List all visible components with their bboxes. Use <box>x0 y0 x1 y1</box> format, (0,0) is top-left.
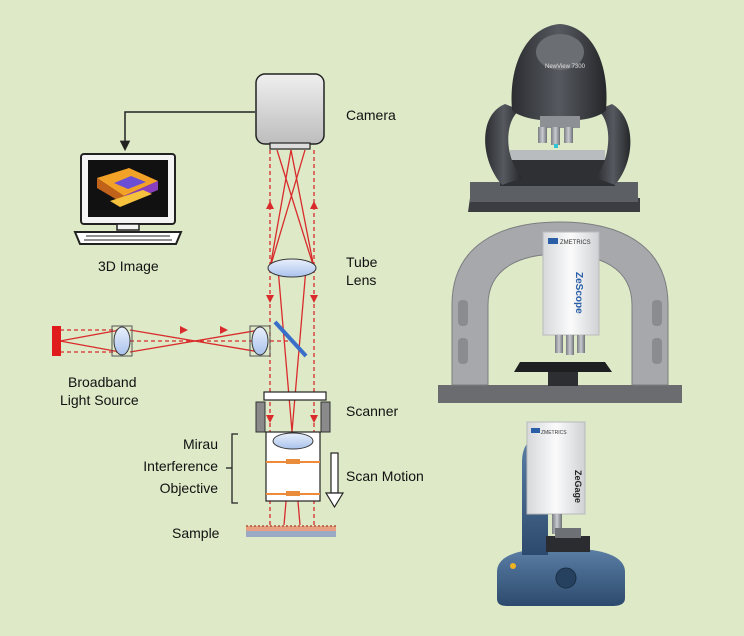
sample-icon <box>246 525 336 537</box>
label-sample: Sample <box>172 525 220 541</box>
label-mirau-line2: Interference <box>143 458 218 474</box>
product2-brand: ZeScope <box>573 272 584 314</box>
condenser-lens-2 <box>249 325 271 357</box>
camera-icon <box>255 73 325 150</box>
label-light-source-line1: Broadband <box>68 374 137 390</box>
condenser-lens-1 <box>111 325 133 357</box>
product-photo-zegage: ZMETRICS ZeGage <box>497 421 625 606</box>
label-tube-lens-line2: Lens <box>346 272 376 288</box>
computer-monitor-icon <box>73 153 183 245</box>
label-camera: Camera <box>346 107 396 123</box>
beam-arrows <box>180 201 318 423</box>
product3-brand: ZeGage <box>573 470 583 503</box>
mirau-bracket <box>231 433 238 504</box>
label-scan-motion: Scan Motion <box>346 468 424 484</box>
scanner-icon <box>255 391 331 433</box>
label-light-source-line2: Light Source <box>60 392 139 408</box>
light-source-icon <box>52 326 61 356</box>
tube-lens-icon <box>267 258 317 278</box>
label-mirau-line3: Objective <box>160 480 219 496</box>
label-3d-image: 3D Image <box>98 258 159 274</box>
label-mirau-line1: Mirau <box>183 436 218 452</box>
product1-brand: NewView 7300 <box>545 64 586 70</box>
product2-maker: ZMETRICS <box>560 240 591 246</box>
label-tube-lens-line1: Tube <box>346 254 378 270</box>
camera-to-monitor-arrow <box>119 111 255 152</box>
label-scanner: Scanner <box>346 403 398 419</box>
product-photo-zescope: ZMETRICS ZeScope <box>438 221 682 403</box>
mirau-objective-icon <box>265 431 321 502</box>
beam-splitter-icon <box>273 320 308 358</box>
scan-motion-arrow <box>324 452 345 509</box>
product-photo-newview: NewView 7300 <box>468 24 640 212</box>
product3-maker: ZMETRICS <box>541 430 567 436</box>
